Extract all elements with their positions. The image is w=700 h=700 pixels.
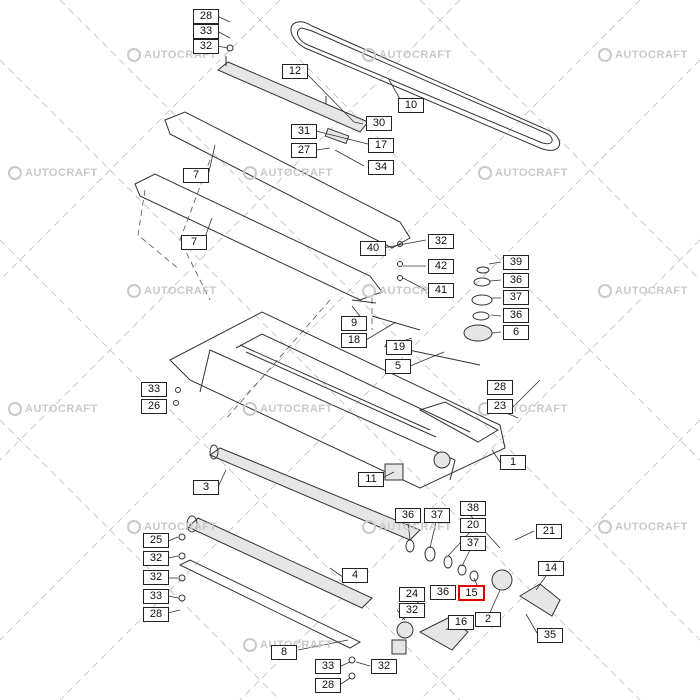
- watermark: AUTOCRAFT: [127, 520, 217, 534]
- callout-35[interactable]: 35: [537, 628, 563, 643]
- callout-32[interactable]: 32: [143, 551, 169, 566]
- watermark: AUTOCRAFT: [243, 166, 333, 180]
- callout-30[interactable]: 30: [366, 116, 392, 131]
- roller-3: [208, 444, 421, 541]
- belt-part: [290, 21, 561, 151]
- sprocket-stack: [463, 266, 493, 342]
- callout-18[interactable]: 18: [341, 333, 367, 348]
- watermark-logo-icon: [362, 284, 376, 298]
- callout-9[interactable]: 9: [341, 316, 367, 331]
- watermark-logo-icon: [243, 402, 257, 416]
- callout-8[interactable]: 8: [271, 645, 297, 660]
- watermark-logo-icon: [598, 284, 612, 298]
- callout-7[interactable]: 7: [181, 235, 207, 250]
- callout-32[interactable]: 32: [143, 570, 169, 585]
- callout-23[interactable]: 23: [487, 399, 513, 414]
- watermark: AUTOCRAFT: [598, 520, 688, 534]
- bolt-stacks: [173, 241, 403, 680]
- callout-14[interactable]: 14: [538, 561, 564, 576]
- callout-36[interactable]: 36: [395, 508, 421, 523]
- watermark-logo-icon: [362, 48, 376, 62]
- callout-42[interactable]: 42: [428, 259, 454, 274]
- bearing-washers: [405, 539, 513, 591]
- callout-11[interactable]: 11: [358, 472, 384, 487]
- callout-37[interactable]: 37: [424, 508, 450, 523]
- callout-6[interactable]: 6: [503, 325, 529, 340]
- callout-28[interactable]: 28: [315, 678, 341, 693]
- watermark-logo-icon: [598, 48, 612, 62]
- callout-37[interactable]: 37: [460, 536, 486, 551]
- watermark: AUTOCRAFT: [8, 402, 98, 416]
- callout-5[interactable]: 5: [385, 359, 411, 374]
- watermark-logo-icon: [8, 402, 22, 416]
- callout-39[interactable]: 39: [503, 255, 529, 270]
- watermark: AUTOCRAFT: [362, 48, 452, 62]
- watermark: AUTOCRAFT: [598, 284, 688, 298]
- watermark: AUTOCRAFT: [478, 166, 568, 180]
- callout-19[interactable]: 19: [386, 340, 412, 355]
- callout-33[interactable]: 33: [141, 382, 167, 397]
- callout-24[interactable]: 24: [399, 587, 425, 602]
- callout-27[interactable]: 27: [291, 143, 317, 158]
- callout-37[interactable]: 37: [503, 290, 529, 305]
- watermark: AUTOCRAFT: [598, 48, 688, 62]
- callout-36[interactable]: 36: [430, 585, 456, 600]
- callout-10[interactable]: 10: [398, 98, 424, 113]
- callout-2[interactable]: 2: [475, 612, 501, 627]
- watermark: AUTOCRAFT: [8, 166, 98, 180]
- callout-21[interactable]: 21: [536, 524, 562, 539]
- callout-33[interactable]: 33: [143, 589, 169, 604]
- callout-20[interactable]: 20: [460, 518, 486, 533]
- watermark: AUTOCRAFT: [362, 520, 452, 534]
- callout-32[interactable]: 32: [399, 603, 425, 618]
- callout-16[interactable]: 16: [448, 615, 474, 630]
- callout-7[interactable]: 7: [183, 168, 209, 183]
- watermark-logo-icon: [478, 166, 492, 180]
- callout-17[interactable]: 17: [368, 138, 394, 153]
- watermark-logo-icon: [127, 48, 141, 62]
- callout-3[interactable]: 3: [193, 480, 219, 495]
- callout-36[interactable]: 36: [503, 308, 529, 323]
- callout-1[interactable]: 1: [500, 455, 526, 470]
- callout-15-highlighted[interactable]: 15: [458, 585, 485, 601]
- bracket-part: [217, 44, 369, 133]
- watermark-logo-icon: [243, 166, 257, 180]
- callout-33[interactable]: 33: [193, 24, 219, 39]
- callout-38[interactable]: 38: [460, 501, 486, 516]
- callout-33[interactable]: 33: [315, 659, 341, 674]
- roller-4: [186, 515, 373, 609]
- callout-28[interactable]: 28: [143, 607, 169, 622]
- watermark-logo-icon: [127, 284, 141, 298]
- callout-25[interactable]: 25: [143, 533, 169, 548]
- watermark-logo-icon: [127, 520, 141, 534]
- callout-28[interactable]: 28: [193, 9, 219, 24]
- callout-41[interactable]: 41: [428, 283, 454, 298]
- watermark-logo-icon: [243, 638, 257, 652]
- watermark-logo-icon: [598, 520, 612, 534]
- cover-plates: [134, 111, 411, 301]
- callout-4[interactable]: 4: [342, 568, 368, 583]
- callout-26[interactable]: 26: [141, 399, 167, 414]
- callout-36[interactable]: 36: [503, 273, 529, 288]
- callout-31[interactable]: 31: [291, 124, 317, 139]
- watermark: AUTOCRAFT: [127, 284, 217, 298]
- leader-lines: [167, 15, 547, 685]
- callout-34[interactable]: 34: [368, 160, 394, 175]
- watermark: AUTOCRAFT: [243, 402, 333, 416]
- callout-32[interactable]: 32: [428, 234, 454, 249]
- callout-40[interactable]: 40: [360, 241, 386, 256]
- main-frame: [169, 311, 506, 489]
- callout-28[interactable]: 28: [487, 380, 513, 395]
- callout-32[interactable]: 32: [193, 39, 219, 54]
- watermark-logo-icon: [362, 520, 376, 534]
- callout-32[interactable]: 32: [371, 659, 397, 674]
- watermark-logo-icon: [8, 166, 22, 180]
- callout-12[interactable]: 12: [282, 64, 308, 79]
